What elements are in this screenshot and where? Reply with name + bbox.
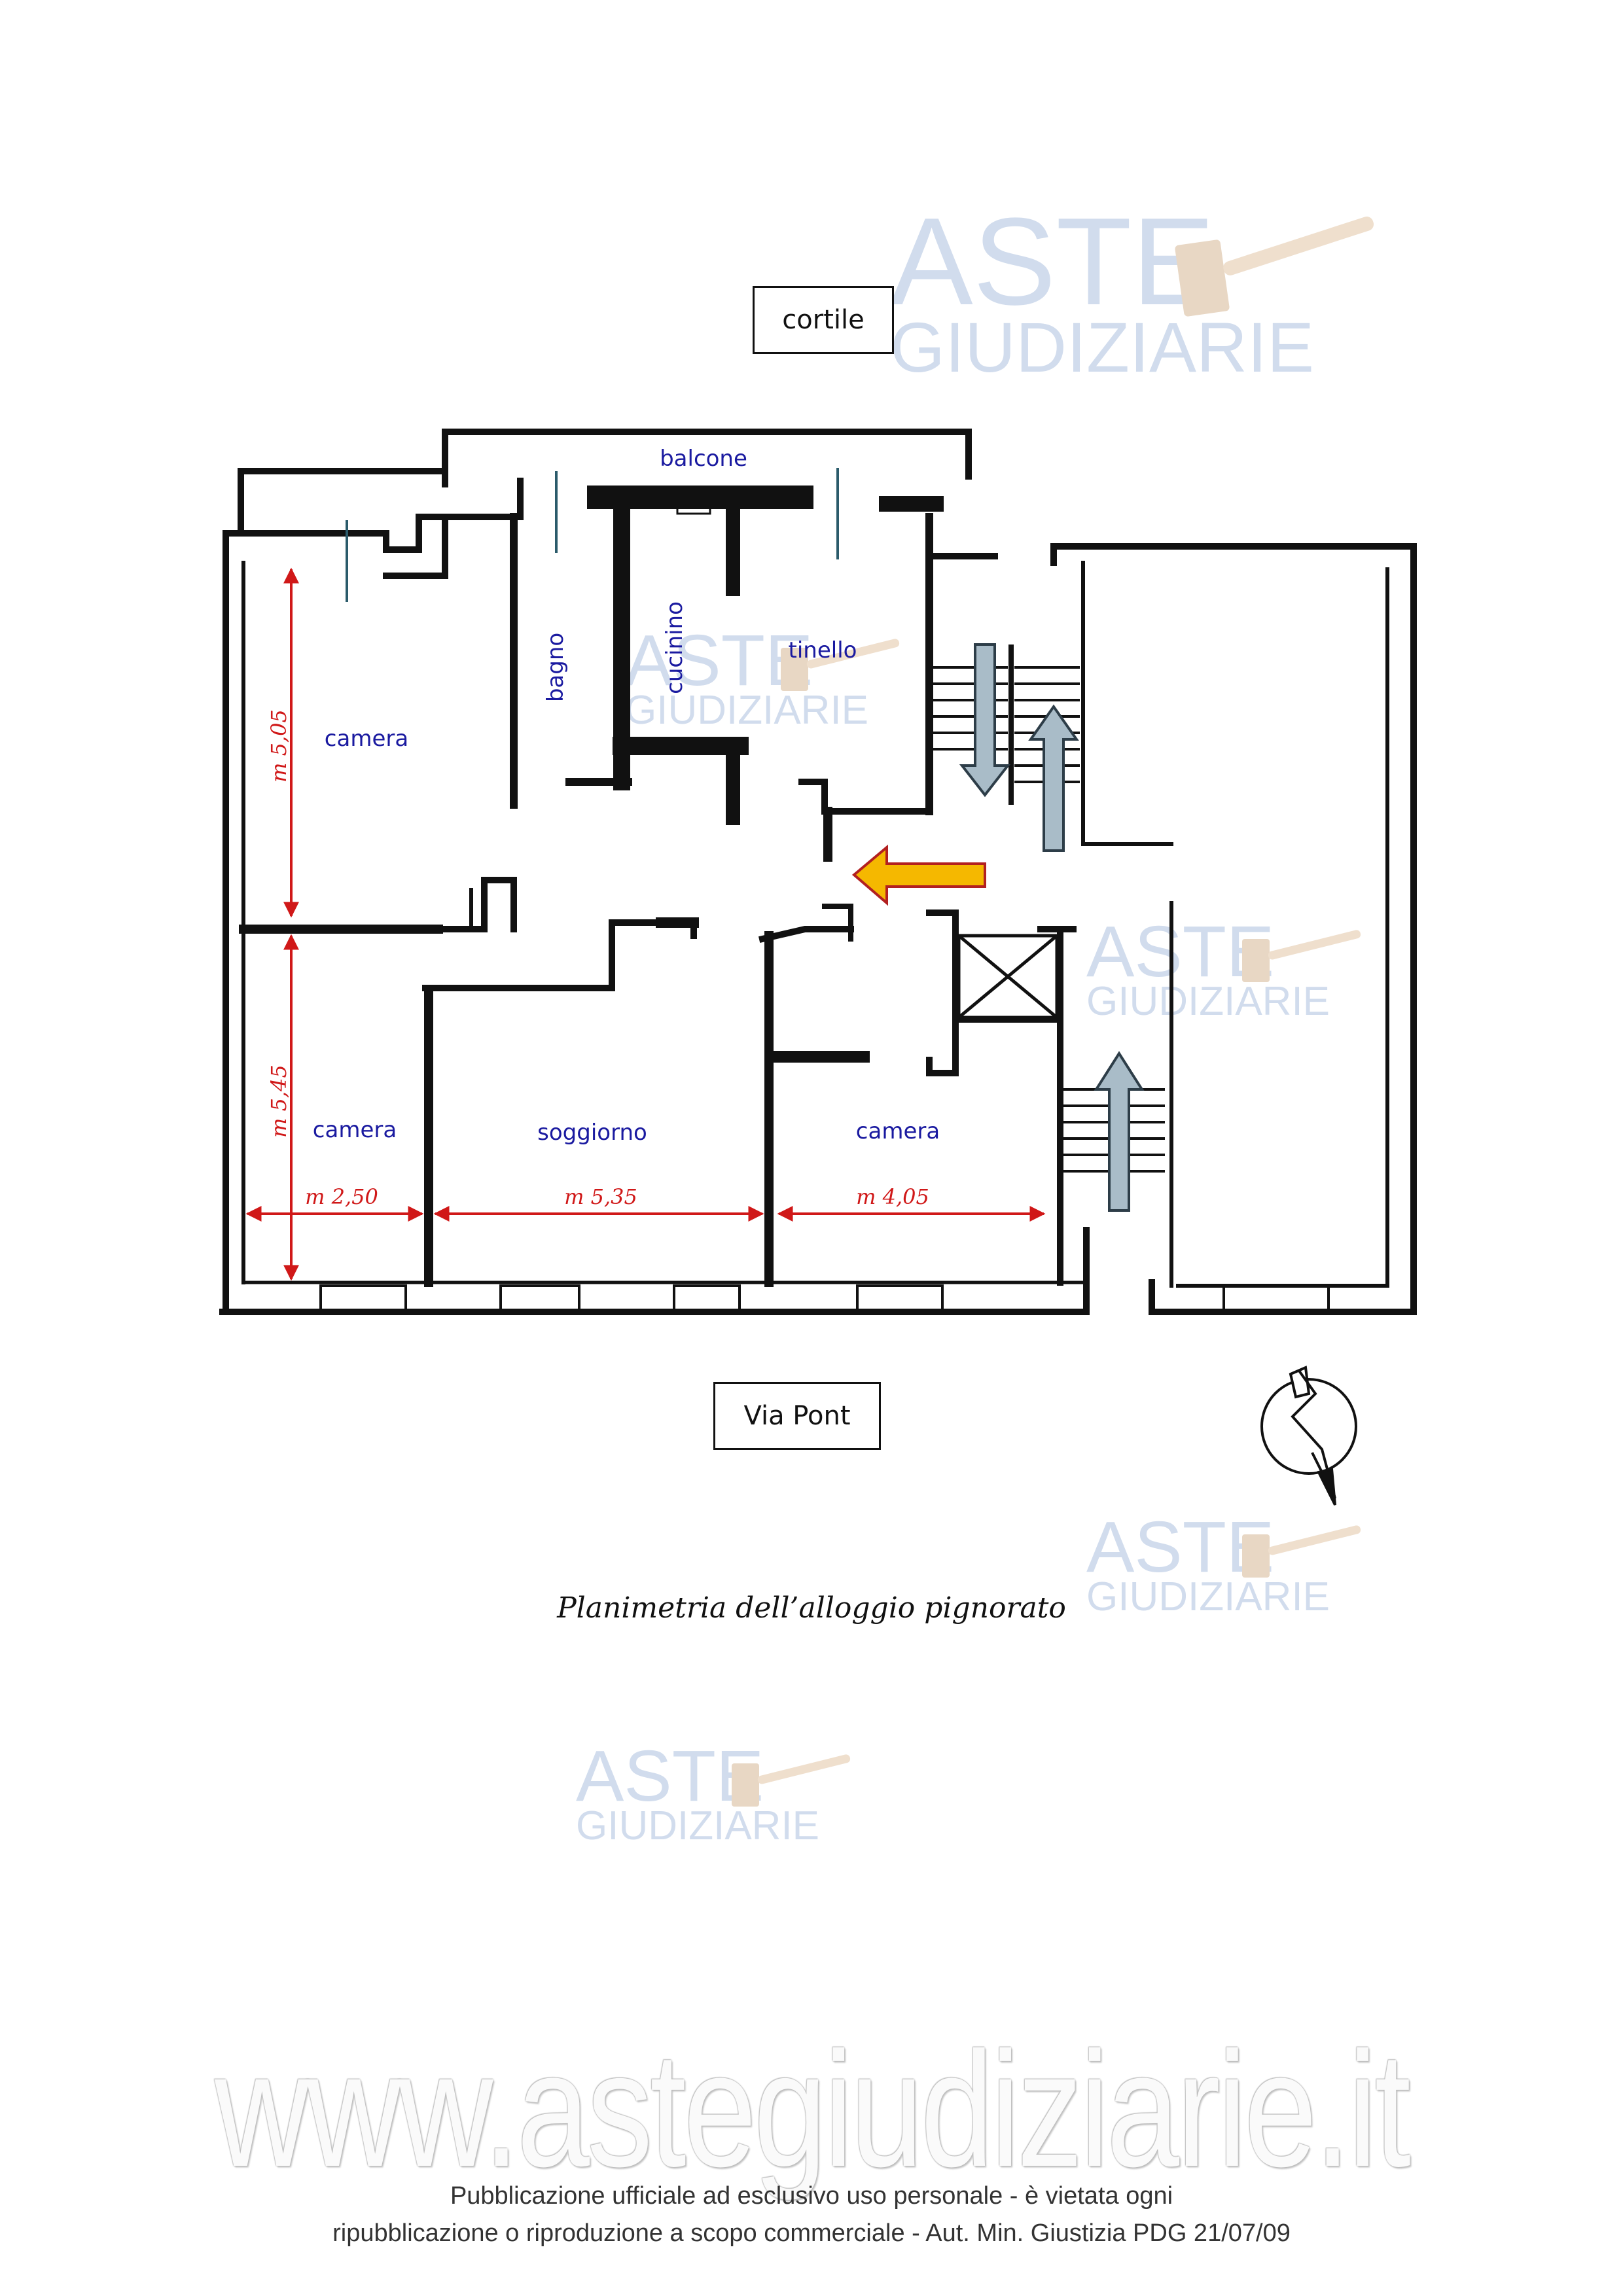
dimension-label-5-35: m 5,35 <box>564 1184 637 1209</box>
watermark-giudiziarie: GIUDIZIARIE <box>1086 979 1330 1024</box>
watermark-giudiziarie: GIUDIZIARIE <box>625 688 869 733</box>
elevator-shaft-icon <box>957 934 1059 1019</box>
street-label-box: Via Pont <box>713 1382 881 1450</box>
dimension-lines <box>245 567 1046 1281</box>
room-label-camera-bottom-right: camera <box>856 1118 940 1144</box>
watermark-aste: ASTE <box>890 192 1215 331</box>
gavel-icon <box>781 639 900 691</box>
site-watermark: www.astegiudiziarie.it <box>215 2019 1411 2201</box>
room-label-tinello: tinello <box>789 637 857 663</box>
room-label-bagno: bagno <box>543 633 569 702</box>
dimension-label-2-50: m 2,50 <box>305 1184 378 1209</box>
stair-arrow-up-icon <box>1028 704 1079 852</box>
dimension-label-5-05: m 5,05 <box>266 709 291 783</box>
north-arrow-icon <box>1260 1366 1357 1506</box>
street-label: Via Pont <box>743 1401 851 1431</box>
footer-line-2: ripubblicazione o riproduzione a scopo c… <box>332 2219 1291 2247</box>
dimension-label-5-45: m 5,45 <box>266 1065 291 1138</box>
figure-caption: Planimetria dell’alloggio pignorato <box>557 1591 1066 1625</box>
gavel-icon <box>1242 930 1361 982</box>
top-left-outline <box>238 468 448 537</box>
room-label-balcone: balcone <box>660 446 747 472</box>
footer-line-1: Pubblicazione ufficiale ad esclusivo uso… <box>450 2182 1173 2210</box>
stair-arrows <box>959 643 1145 1212</box>
room-label-soggiorno: soggiorno <box>537 1120 647 1146</box>
stair-arrow-down-icon <box>959 643 1011 798</box>
watermark-giudiziarie: GIUDIZIARIE <box>576 1803 820 1848</box>
room-label-camera-top-left: camera <box>325 726 408 752</box>
gavel-icon <box>1242 1525 1361 1578</box>
gavel-icon <box>732 1754 851 1807</box>
stair-arrow-up-icon <box>1094 1051 1145 1212</box>
cortile-label: cortile <box>782 305 865 335</box>
watermark-giudiziarie: GIUDIZIARIE <box>890 308 1315 387</box>
watermark-logo-top: ASTE GIUDIZIARIE <box>890 200 1314 383</box>
cortile-label-box: cortile <box>753 286 894 354</box>
balcony-outline <box>442 429 972 480</box>
windows <box>319 1284 1330 1313</box>
watermark-giudiziarie: GIUDIZIARIE <box>1086 1574 1330 1619</box>
room-label-camera-bottom-left: camera <box>313 1117 397 1143</box>
left-top-edge <box>223 530 389 553</box>
room-label-cucinino: cucinino <box>662 601 688 694</box>
entrance-arrow-icon <box>851 844 986 906</box>
dimension-label-4-05: m 4,05 <box>856 1184 929 1209</box>
right-building-outline <box>1050 543 1417 1315</box>
gavel-icon <box>1175 216 1374 317</box>
walls <box>219 429 1417 1315</box>
